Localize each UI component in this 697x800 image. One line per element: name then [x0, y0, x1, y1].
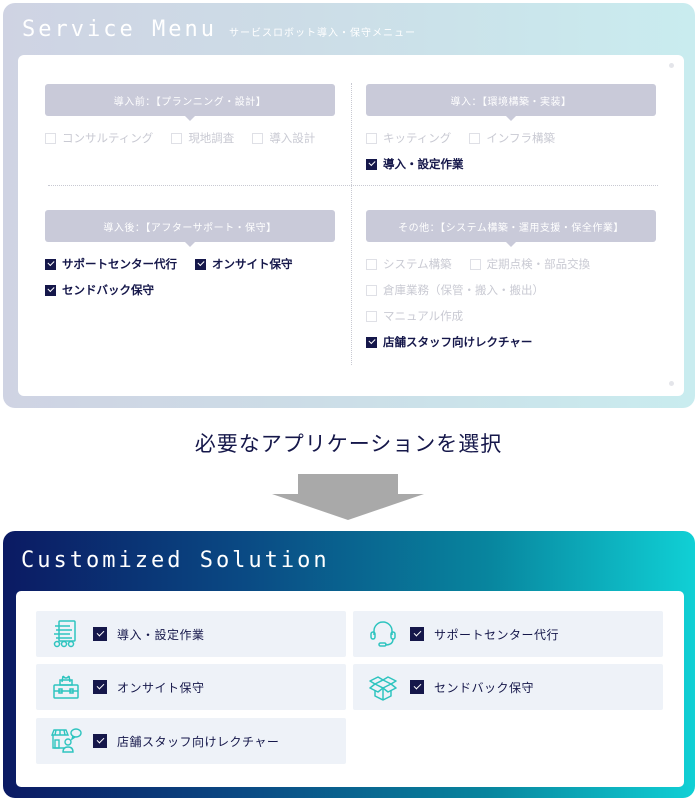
- option-site-survey[interactable]: 現地調査: [171, 130, 234, 146]
- corner-dot-icon: [669, 381, 674, 386]
- stage-introduction: 導入：【環境構築・実装】 キッティング インフラ構築 導入・設定作業: [366, 84, 656, 172]
- option-list: コンサルティング 現地調査 導入設計: [45, 130, 335, 146]
- checkbox-checked[interactable]: [195, 258, 206, 270]
- service-menu-body: 導入前：【プランニング・設計】 コンサルティング 現地調査 導入設計 導入：【環…: [18, 55, 684, 396]
- option-label: 導入・設定作業: [383, 157, 464, 171]
- solution-item-label: オンサイト保守: [117, 680, 205, 695]
- column-divider: [351, 83, 352, 365]
- option-list: サポートセンター代行 オンサイト保守: [45, 256, 335, 272]
- customized-solution-body: 導入・設定作業 サポートセンター代行 オンサイト保守: [16, 591, 684, 787]
- checkbox-unchecked[interactable]: [171, 132, 183, 144]
- select-application-label: 必要なアプリケーションを選択: [194, 432, 503, 456]
- stage-header: その他：【システム構築・運用支援・保全作業】: [366, 210, 656, 247]
- checkbox-unchecked[interactable]: [366, 284, 377, 296]
- checkbox-checked[interactable]: [45, 284, 56, 296]
- option-introduction-design[interactable]: 導入設計: [252, 130, 315, 146]
- stage-pre-introduction: 導入前：【プランニング・設計】 コンサルティング 現地調査 導入設計: [45, 84, 335, 146]
- solution-item-staff-lecture: 店舗スタッフ向けレクチャー: [36, 718, 346, 764]
- solution-item-label: 導入・設定作業: [117, 627, 205, 642]
- service-menu-subtitle: サービスロボット導入・保守メニュー: [228, 28, 416, 39]
- store-staff-chat-icon: [50, 728, 82, 753]
- option-system-build[interactable]: システム構築: [366, 256, 452, 272]
- checkbox-checked[interactable]: [366, 336, 377, 348]
- checkbox-unchecked[interactable]: [469, 258, 481, 270]
- option-label: 導入設計: [269, 131, 316, 145]
- option-warehouse[interactable]: 倉庫業務（保管・搬入・搬出）: [366, 282, 544, 298]
- option-label: センドバック保守: [62, 283, 154, 297]
- option-label: 店舗スタッフ向けレクチャー: [383, 335, 533, 349]
- option-list: 導入・設定作業: [366, 156, 656, 172]
- stage-header: 導入：【環境構築・実装】: [366, 84, 656, 121]
- checkbox-checked[interactable]: [93, 734, 107, 748]
- service-menu-title: Service Menu: [22, 17, 217, 42]
- option-manual-creation[interactable]: マニュアル作成: [366, 308, 463, 324]
- option-onsite-maintenance[interactable]: オンサイト保守: [195, 256, 293, 272]
- option-sendback-maintenance[interactable]: センドバック保守: [45, 282, 154, 298]
- option-label: オンサイト保守: [212, 257, 293, 271]
- option-support-center[interactable]: サポートセンター代行: [45, 256, 177, 272]
- option-list: マニュアル作成: [366, 308, 656, 324]
- checkbox-unchecked[interactable]: [366, 258, 377, 270]
- customized-solution-panel: Customized Solution 導入・設定作業 サポートセンター代行: [3, 531, 695, 798]
- option-label: システム構築: [383, 257, 452, 271]
- option-label: インフラ構築: [486, 131, 555, 145]
- option-label: 定期点検・部品交換: [486, 257, 591, 271]
- option-consulting[interactable]: コンサルティング: [45, 130, 153, 146]
- row-divider: [48, 185, 658, 186]
- down-arrow-icon: [272, 474, 424, 520]
- checkbox-checked[interactable]: [410, 680, 424, 694]
- checkbox-checked[interactable]: [45, 258, 56, 270]
- option-list: 店舗スタッフ向けレクチャー: [366, 334, 656, 350]
- corner-dot-icon: [669, 63, 674, 68]
- option-kitting[interactable]: キッティング: [366, 130, 451, 146]
- option-label: 倉庫業務（保管・搬入・搬出）: [383, 283, 544, 297]
- checkbox-checked[interactable]: [93, 680, 107, 694]
- stage-header: 導入前：【プランニング・設計】: [45, 84, 335, 121]
- option-setup-work[interactable]: 導入・設定作業: [366, 156, 464, 172]
- option-periodic-inspection[interactable]: 定期点検・部品交換: [469, 256, 591, 272]
- checkbox-checked[interactable]: [93, 627, 107, 641]
- option-label: コンサルティング: [62, 131, 154, 145]
- option-list: センドバック保守: [45, 282, 335, 298]
- option-list: 倉庫業務（保管・搬入・搬出）: [366, 282, 656, 298]
- checkbox-unchecked[interactable]: [45, 132, 56, 144]
- checkbox-unchecked[interactable]: [366, 132, 377, 144]
- service-menu-heading: Service Menu サービスロボット導入・保守メニュー: [22, 17, 416, 42]
- customized-solution-title: Customized Solution: [21, 548, 330, 573]
- checkbox-unchecked[interactable]: [252, 132, 264, 144]
- solution-item-sendback-maintenance: センドバック保守: [353, 664, 663, 710]
- solution-item-support-center: サポートセンター代行: [353, 611, 663, 657]
- solution-item-label: サポートセンター代行: [434, 627, 560, 642]
- solution-item-onsite-maintenance: オンサイト保守: [36, 664, 346, 710]
- shelf-cart-icon: [53, 620, 76, 648]
- stage-other: その他：【システム構築・運用支援・保全作業】 システム構築 定期点検・部品交換 …: [366, 210, 656, 350]
- open-box-icon: [369, 676, 397, 701]
- solution-item-setup-work: 導入・設定作業: [36, 611, 346, 657]
- option-infra-build[interactable]: インフラ構築: [469, 130, 555, 146]
- toolbox-icon: [53, 675, 79, 699]
- option-list: キッティング インフラ構築: [366, 130, 656, 146]
- stage-post-introduction: 導入後：【アフターサポート・保守】 サポートセンター代行 オンサイト保守 センド…: [45, 210, 335, 298]
- option-list: システム構築 定期点検・部品交換: [366, 256, 656, 272]
- solution-item-label: 店舗スタッフ向けレクチャー: [117, 734, 280, 749]
- option-label: マニュアル作成: [383, 309, 464, 323]
- headset-icon: [370, 621, 396, 647]
- checkbox-checked[interactable]: [366, 158, 377, 170]
- option-label: キッティング: [383, 131, 452, 145]
- checkbox-checked[interactable]: [410, 627, 424, 641]
- checkbox-unchecked[interactable]: [366, 310, 377, 322]
- checkbox-unchecked[interactable]: [469, 132, 481, 144]
- stage-header: 導入後：【アフターサポート・保守】: [45, 210, 335, 247]
- option-label: サポートセンター代行: [62, 257, 177, 271]
- service-menu-panel: Service Menu サービスロボット導入・保守メニュー 導入前：【プランニ…: [3, 3, 695, 408]
- option-staff-lecture[interactable]: 店舗スタッフ向けレクチャー: [366, 334, 532, 350]
- option-label: 現地調査: [188, 131, 235, 145]
- solution-item-label: センドバック保守: [434, 680, 535, 695]
